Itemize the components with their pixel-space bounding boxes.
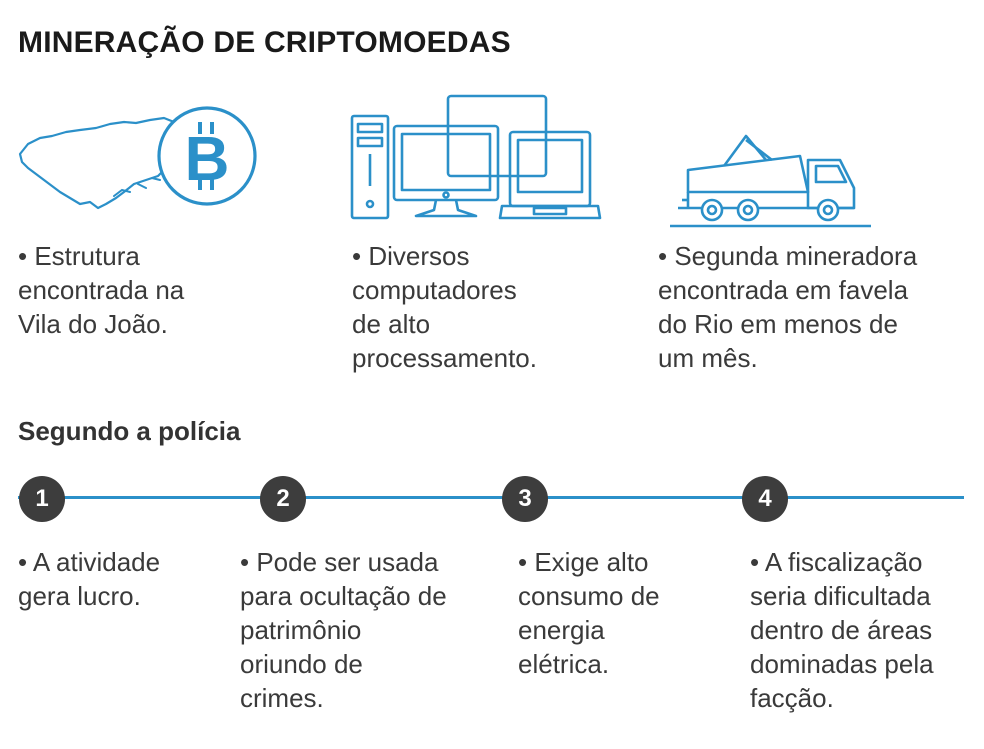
step-1-text: • A atividade gera lucro. xyxy=(18,547,161,611)
bitcoin-symbol: B xyxy=(185,125,230,194)
page-title: MINERAÇÃO DE CRIPTOMOEDAS xyxy=(18,26,511,59)
feature-text-2: • Diversos computadores de alto processa… xyxy=(352,241,537,373)
step-4-text: • A fiscalização seria dificultada dentr… xyxy=(750,547,934,713)
feature-text-3: • Segunda mineradora encontrada em favel… xyxy=(658,241,918,373)
step-3-text: • Exige alto consumo de energia elétrica… xyxy=(518,547,660,679)
section-subtitle: Segundo a polícia xyxy=(18,416,241,446)
timeline-line xyxy=(18,496,964,499)
rio-map-bitcoin-icon: B xyxy=(18,100,263,215)
computers-icon xyxy=(350,94,605,224)
step-2-text: • Pode ser usada para ocultação de patri… xyxy=(240,547,447,713)
step-1-circle: 1 xyxy=(19,476,65,522)
step-4-circle: 4 xyxy=(742,476,788,522)
feature-text-1: • Estrutura encontrada na Vila do João. xyxy=(18,241,185,339)
step-3-circle: 3 xyxy=(502,476,548,522)
truck-icon xyxy=(668,130,873,230)
step-2-circle: 2 xyxy=(260,476,306,522)
